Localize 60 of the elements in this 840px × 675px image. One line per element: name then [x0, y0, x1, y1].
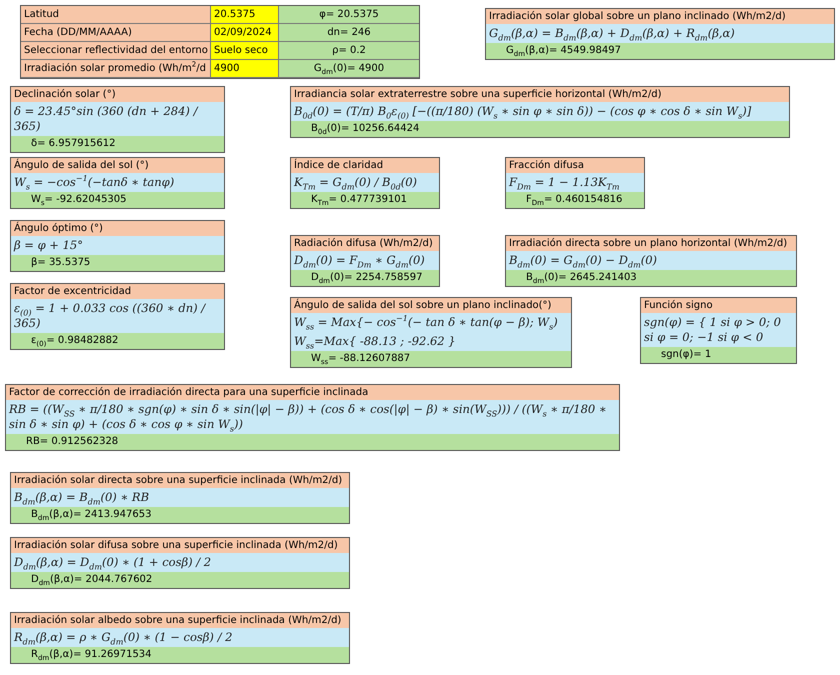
- card-heading: Irradiación solar albedo sobre una superficie inclinada (Wh/m2/d): [11, 613, 349, 628]
- result-value: R$_{dm}$(β,α)= 91.26971534: [11, 647, 349, 663]
- card-heading: Ángulo de salida del sol sobre un plano inclinado(°): [291, 298, 571, 313]
- result-value: β= 35.5375: [11, 255, 224, 271]
- card-heading: Función signo: [641, 298, 796, 313]
- card-heading: Irradiación solar difusa sobre una superficie inclinada (Wh/m2/d): [11, 538, 349, 553]
- result-value: W$_{ss}$= -88.12607887: [291, 351, 571, 367]
- formula-card: [640, 297, 797, 364]
- result-value: G$_{dm}$(β,α)= 4549.98497: [486, 43, 834, 59]
- computed-value: ρ= 0.2: [279, 42, 419, 60]
- card-heading: Índice de claridad: [291, 158, 439, 173]
- result-value: W$_{s}$= -92.62045305: [11, 192, 224, 208]
- formula-card: [10, 220, 225, 272]
- formula-card: [10, 157, 225, 209]
- input-label: Seleccionar reflectividad del entorno: [21, 42, 211, 60]
- formula-card: [505, 235, 797, 287]
- formula-card: [290, 297, 572, 368]
- formula-card: [485, 8, 835, 60]
- card-heading: Radiación difusa (Wh/m2/d): [291, 236, 439, 251]
- card-heading: Irradiación solar directa sobre una superficie inclinada (Wh/m2/d): [11, 473, 349, 488]
- result-value: B$_{dm}$(0)= 2645.241403: [506, 270, 796, 286]
- card-heading: Declinación solar (°): [11, 87, 224, 102]
- card-heading: Ángulo de salida del sol (°): [11, 158, 224, 173]
- result-value: B$_{dm}$(β,α)= 2413.947653: [11, 507, 349, 523]
- card-heading: Ángulo óptimo (°): [11, 221, 224, 236]
- formula-card: [290, 235, 440, 287]
- input-value: 02/09/2024: [211, 24, 279, 42]
- input-value: 4900: [211, 60, 279, 78]
- result-value: K$_{Tm}$= 0.477739101: [291, 192, 439, 208]
- input-value: Suelo seco: [211, 42, 279, 60]
- computed-value: dn= 246: [279, 24, 419, 42]
- input-label: Irradiación solar promedio (Wh/m$^{2}$/d: [21, 60, 211, 78]
- card-heading: Factor de corrección de irradiación directa para una superficie inclinada: [6, 385, 619, 400]
- formula-card: [505, 157, 645, 209]
- formula-card: [290, 86, 790, 138]
- formula-card: [10, 612, 350, 664]
- formula-card: [10, 283, 225, 350]
- result-value: ε$_{(0)}$= 0.98482882: [11, 333, 224, 349]
- result-value: B$_{0d}$(0)= 10256.64424: [291, 121, 789, 137]
- input-label: Latitud: [21, 6, 211, 24]
- result-value: D$_{dm}$(0)= 2254.758597: [291, 270, 439, 286]
- computed-value: φ= 20.5375: [279, 6, 419, 24]
- result-value: F$_{Dm}$= 0.460154816: [506, 192, 644, 208]
- input-label: Fecha (DD/MM/AAAA): [21, 24, 211, 42]
- formula-card: [10, 86, 225, 153]
- result-value: RB= 0.912562328: [6, 434, 619, 450]
- input-value: 20.5375: [211, 6, 279, 24]
- card-heading: Irradiación directa sobre un plano horizontal (Wh/m2/d): [506, 236, 796, 251]
- card-heading: Irradiación solar global sobre un plano inclinado (Wh/m2/d): [486, 9, 834, 24]
- formula-card: [10, 537, 350, 589]
- formula-card: [5, 384, 620, 451]
- formula-card: [290, 157, 440, 209]
- result-value: sgn(φ)= 1: [641, 347, 796, 363]
- card-heading: Factor de excentricidad: [11, 284, 224, 299]
- formula-card: [10, 472, 350, 524]
- computed-value: G$_{dm}$(0)= 4900: [279, 60, 419, 78]
- card-heading: Irradiancia solar extraterrestre sobre una superficie horizontal (Wh/m2/d): [291, 87, 789, 102]
- result-value: δ= 6.957915612: [11, 136, 224, 152]
- result-value: D$_{dm}$(β,α)= 2044.767602: [11, 572, 349, 588]
- card-heading: Fracción difusa: [506, 158, 644, 173]
